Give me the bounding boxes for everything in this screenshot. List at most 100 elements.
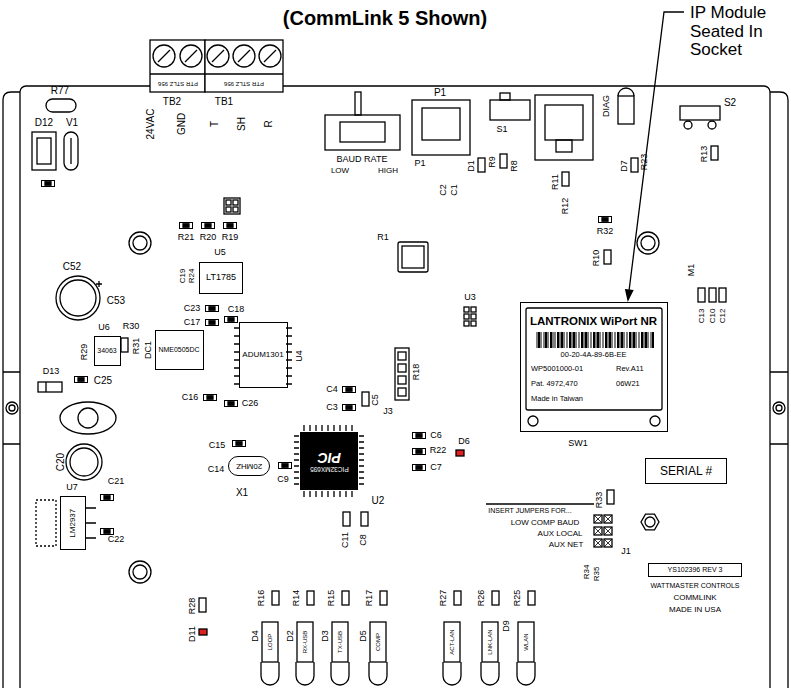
chip-marking: PIC bbox=[317, 450, 340, 465]
part-label: C1 bbox=[450, 184, 460, 196]
label-anchor: C5 bbox=[371, 394, 381, 406]
part-label: R16 bbox=[257, 590, 267, 607]
part-label: WLAN bbox=[523, 633, 530, 650]
part-label: R18 bbox=[412, 364, 422, 381]
label-anchor: U7 bbox=[66, 483, 78, 493]
part-label: R11 bbox=[551, 174, 561, 190]
text-anchor: Made in Taiwan bbox=[531, 395, 583, 403]
label-anchor: R11 bbox=[551, 174, 561, 190]
label-anchor: C13 bbox=[698, 309, 707, 324]
part-label: P1 bbox=[434, 87, 446, 98]
part-label: R21 bbox=[178, 233, 195, 243]
label-anchor: AUX NET bbox=[549, 541, 584, 550]
module-marking: Pat. 4972,470 bbox=[531, 380, 578, 388]
label-anchor: R9 bbox=[488, 156, 498, 168]
part-label: MADE IN USA bbox=[669, 606, 721, 615]
label-anchor: MADE IN USA bbox=[669, 606, 721, 615]
part-number-box: YS102396 REV 3 bbox=[648, 563, 742, 577]
title: (CommLink 5 Shown) bbox=[283, 7, 487, 29]
part-label: S2 bbox=[724, 97, 736, 108]
part-label: C15 bbox=[209, 441, 226, 451]
label-anchor: R28 bbox=[188, 598, 198, 615]
part-label: GND bbox=[176, 113, 187, 135]
label-anchor: LOW bbox=[331, 167, 349, 176]
label-anchor: LNK-LAN bbox=[487, 629, 494, 654]
label-anchor: RX-USB bbox=[302, 631, 309, 654]
label-anchor: R29 bbox=[80, 344, 90, 361]
part-label: R27 bbox=[439, 590, 449, 607]
label-anchor: D4 bbox=[251, 630, 261, 642]
part-label: R35 bbox=[593, 567, 602, 582]
part-label: C10 bbox=[709, 309, 718, 324]
part-label: R24 bbox=[188, 269, 197, 284]
label-anchor: R1 bbox=[377, 233, 389, 243]
label-anchor: R8 bbox=[510, 160, 520, 172]
label-anchor: M1 bbox=[687, 264, 697, 277]
part-label: R34 bbox=[583, 565, 592, 580]
part-label: ACT-LAN bbox=[449, 629, 456, 654]
text-anchor: Rev.A11 bbox=[616, 365, 644, 373]
part-label: M1 bbox=[687, 264, 697, 277]
part-label: RX-USB bbox=[302, 631, 309, 654]
module-marking: 00-20-4A-89-6B-EE bbox=[521, 351, 666, 359]
label-anchor: P1 bbox=[414, 159, 425, 169]
label-anchor: C4 bbox=[326, 385, 338, 395]
label-anchor: C12 bbox=[719, 309, 728, 324]
label-anchor: C21 bbox=[108, 477, 125, 487]
label-anchor: R31 bbox=[132, 338, 142, 355]
label-anchor: U4 bbox=[295, 350, 305, 362]
part-label: SH bbox=[236, 117, 247, 131]
part-label: U3 bbox=[464, 293, 476, 303]
label-anchor: INSERT JUMPERS FOR... bbox=[488, 507, 571, 515]
part-label: C5 bbox=[371, 394, 381, 406]
part-label: WATTMASTER CONTROLS bbox=[650, 582, 739, 590]
label-anchor: D6 bbox=[458, 437, 470, 447]
label-anchor: C20 bbox=[55, 453, 66, 471]
part-label: HIGH bbox=[378, 167, 398, 176]
part-label: D5 bbox=[359, 630, 369, 642]
part-label: C25 bbox=[94, 375, 112, 386]
label-anchor: BAUD RATE bbox=[337, 155, 388, 165]
leader-arrowhead bbox=[626, 290, 633, 300]
label-anchor: R23 bbox=[640, 154, 650, 171]
chip-marking: LM2937 bbox=[69, 509, 77, 538]
part-label: R9 bbox=[488, 156, 498, 168]
label-anchor: R13 bbox=[700, 146, 710, 163]
label-anchor: C53 bbox=[107, 295, 125, 306]
part-label: V1 bbox=[66, 117, 78, 128]
label-anchor: R bbox=[263, 120, 274, 127]
label-anchor: TB1 bbox=[215, 96, 233, 107]
label-anchor: PTR STLZ 956 bbox=[158, 81, 198, 88]
part-label: C14 bbox=[208, 465, 225, 475]
part-label: R20 bbox=[200, 233, 217, 243]
part-label: C53 bbox=[107, 295, 125, 306]
label-anchor: S1 bbox=[496, 125, 507, 135]
led-symbol bbox=[261, 622, 535, 685]
part-label: R1 bbox=[377, 233, 389, 243]
part-label: R32 bbox=[597, 227, 614, 237]
chip-marking: YS102396 REV 3 bbox=[668, 566, 723, 573]
part-label: C22 bbox=[108, 535, 125, 545]
part-label: C20 bbox=[55, 453, 66, 471]
part-label: R10 bbox=[592, 250, 602, 267]
label-anchor: TX-USB bbox=[337, 631, 344, 653]
fuse-symbol bbox=[46, 99, 76, 112]
part-label: R14 bbox=[292, 590, 302, 607]
part-label: PTR STLZ 956 bbox=[158, 81, 198, 88]
part-label: C12 bbox=[719, 309, 728, 324]
chip: 34063 bbox=[94, 336, 121, 366]
module-marking: Rev.A11 bbox=[616, 365, 644, 373]
part-label: D9 bbox=[502, 620, 512, 632]
label-anchor: X1 bbox=[236, 487, 248, 498]
label-anchor: U5 bbox=[214, 248, 226, 258]
part-label: BAUD RATE bbox=[337, 155, 388, 165]
label-anchor: HIGH bbox=[378, 167, 398, 176]
text-group: LT1785 bbox=[206, 273, 236, 282]
part-label: LOOP bbox=[267, 634, 274, 651]
text-group: NME0505DC bbox=[158, 346, 199, 353]
part-label: R22 bbox=[430, 446, 447, 456]
label-anchor: J3 bbox=[383, 407, 393, 417]
part-label: D3 bbox=[321, 630, 331, 642]
chip-marking: ADUM1301 bbox=[242, 351, 283, 359]
label-anchor: R14 bbox=[292, 590, 302, 607]
